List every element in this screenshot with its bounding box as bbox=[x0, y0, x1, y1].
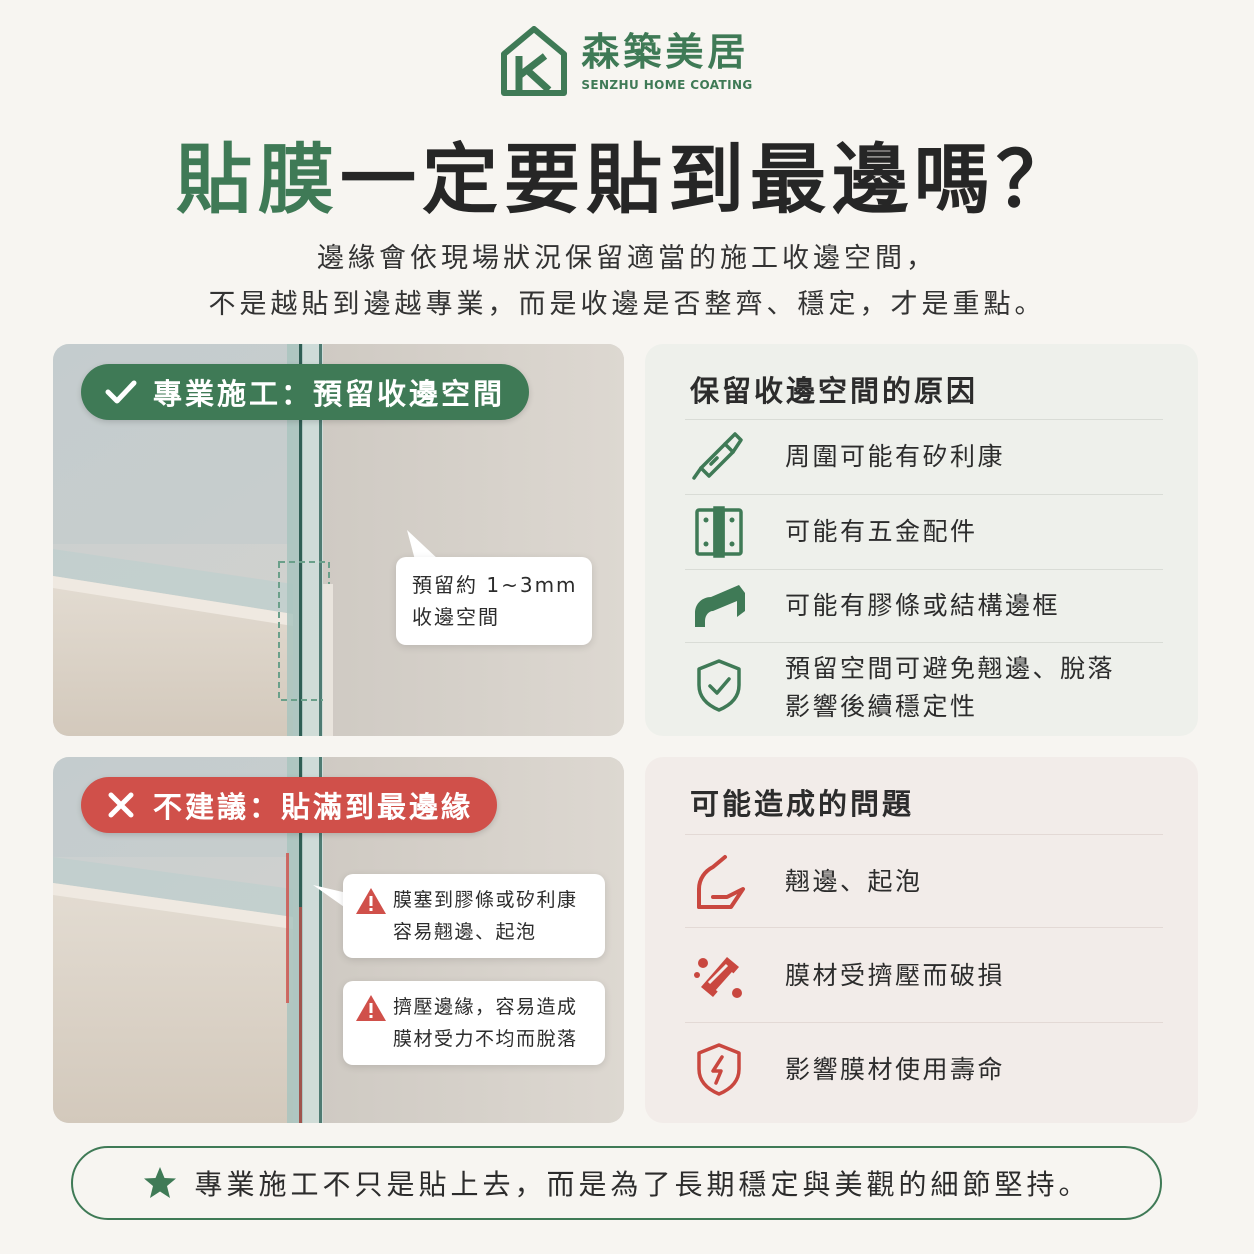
warning-line: 膜塞到膠條或矽利康 bbox=[393, 889, 578, 911]
peeling-edge-icon bbox=[697, 855, 745, 909]
problem-text: 膜材受擠壓而破損 bbox=[785, 961, 1006, 990]
brand-header: 森築美居 SENZHU HOME COATING bbox=[0, 26, 1254, 96]
warning-line: 膜材受力不均而脫落 bbox=[393, 1028, 578, 1050]
page-subtitle: 邊緣會依現場狀況保留適當的施工收邊空間， 不是越貼到邊越專業，而是收邊是否整齊、… bbox=[0, 236, 1254, 328]
warning-icon bbox=[356, 995, 386, 1021]
star-icon bbox=[144, 1167, 177, 1198]
warning-bubble: 膜塞到膠條或矽利康 容易翹邊、起泡 bbox=[343, 874, 605, 958]
cross-icon bbox=[108, 792, 134, 818]
warning-line: 擠壓邊緣，容易造成 bbox=[393, 996, 578, 1018]
title-rest: 一定要貼到最邊嗎？ bbox=[340, 135, 1078, 224]
divider bbox=[685, 927, 1163, 928]
reasons-title: 保留收邊空間的原因 bbox=[690, 374, 979, 408]
brand-subtitle: SENZHU HOME COATING bbox=[581, 78, 753, 92]
subtitle-line: 邊緣會依現場狀況保留適當的施工收邊空間， bbox=[317, 243, 937, 274]
divider bbox=[685, 419, 1163, 420]
problem-text: 影響膜材使用壽命 bbox=[785, 1055, 1006, 1084]
subtitle-line: 不是越貼到邊越專業，而是收邊是否整齊、穩定，才是重點。 bbox=[208, 289, 1046, 320]
problem-text: 翹邊、起泡 bbox=[785, 867, 923, 896]
damaged-film-icon bbox=[694, 957, 742, 998]
bad-practice-label: 不建議：貼滿到最邊緣 bbox=[81, 777, 498, 833]
reason-text: 可能有膠條或結構邊框 bbox=[785, 591, 1061, 620]
house-logo-icon bbox=[501, 26, 568, 96]
good-practice-text: 專業施工：預留收邊空間 bbox=[153, 377, 506, 411]
warning-line: 容易翹邊、起泡 bbox=[393, 921, 537, 943]
bubble-pointer bbox=[407, 530, 439, 560]
gap-note-line: 收邊空間 bbox=[412, 605, 500, 629]
problems-card: 可能造成的問題 翹邊、起泡 膜材受擠壓而破損 影響膜材使用壽命 bbox=[645, 757, 1198, 1123]
warning-icon bbox=[356, 888, 386, 914]
reason-text: 可能有五金配件 bbox=[785, 517, 978, 546]
page-title: 貼膜一定要貼到最邊嗎？ bbox=[0, 132, 1254, 228]
gap-note-bubble: 預留約 1~3mm 收邊空間 bbox=[396, 557, 592, 645]
shield-warning-icon bbox=[697, 1043, 741, 1096]
divider bbox=[685, 1022, 1163, 1023]
brand-name: 森築美居 bbox=[581, 30, 750, 74]
check-icon bbox=[105, 380, 137, 404]
caulk-gun-icon bbox=[692, 432, 743, 480]
footer-banner: 專業施工不只是貼上去，而是為了長期穩定與美觀的細節堅持。 bbox=[71, 1146, 1162, 1220]
good-practice-label: 專業施工：預留收邊空間 bbox=[81, 364, 530, 420]
reason-text-line: 預留空間可避免翹邊、脫落 bbox=[785, 654, 1116, 683]
divider bbox=[685, 834, 1163, 835]
reasons-card: 保留收邊空間的原因 周圍可能有矽利康 可能有五金配件 可能有膠條或結構邊框 bbox=[645, 344, 1198, 736]
warning-bubble: 擠壓邊緣，容易造成 膜材受力不均而脫落 bbox=[343, 981, 605, 1065]
gap-note-line: 預留約 1~3mm bbox=[412, 573, 578, 597]
divider bbox=[685, 494, 1163, 495]
good-example-photo: 專業施工：預留收邊空間 預留約 1~3mm 收邊空間 bbox=[53, 344, 624, 736]
shield-check-icon bbox=[697, 659, 741, 712]
reason-text: 周圍可能有矽利康 bbox=[785, 442, 1006, 471]
divider bbox=[685, 569, 1163, 570]
bubble-pointer bbox=[313, 885, 347, 909]
divider bbox=[685, 642, 1163, 643]
reason-text-line: 影響後續穩定性 bbox=[785, 692, 978, 721]
footer-text: 專業施工不只是貼上去，而是為了長期穩定與美觀的細節堅持。 bbox=[194, 1168, 1091, 1201]
hinge-icon bbox=[695, 506, 743, 558]
bad-example-photo: 不建議：貼滿到最邊緣 膜塞到膠條或矽利康 容易翹邊、起泡 擠壓邊緣，容易造成 膜… bbox=[53, 757, 624, 1123]
title-highlight: 貼膜 bbox=[176, 135, 340, 224]
problems-title: 可能造成的問題 bbox=[690, 787, 915, 821]
brand-text: 森築美居 SENZHU HOME COATING bbox=[581, 30, 752, 92]
reason-text: 預留空間可避免翹邊、脫落 影響後續穩定性 bbox=[785, 650, 1115, 726]
bad-practice-text: 不建議：貼滿到最邊緣 bbox=[153, 790, 474, 824]
seal-strip-icon bbox=[695, 585, 745, 627]
